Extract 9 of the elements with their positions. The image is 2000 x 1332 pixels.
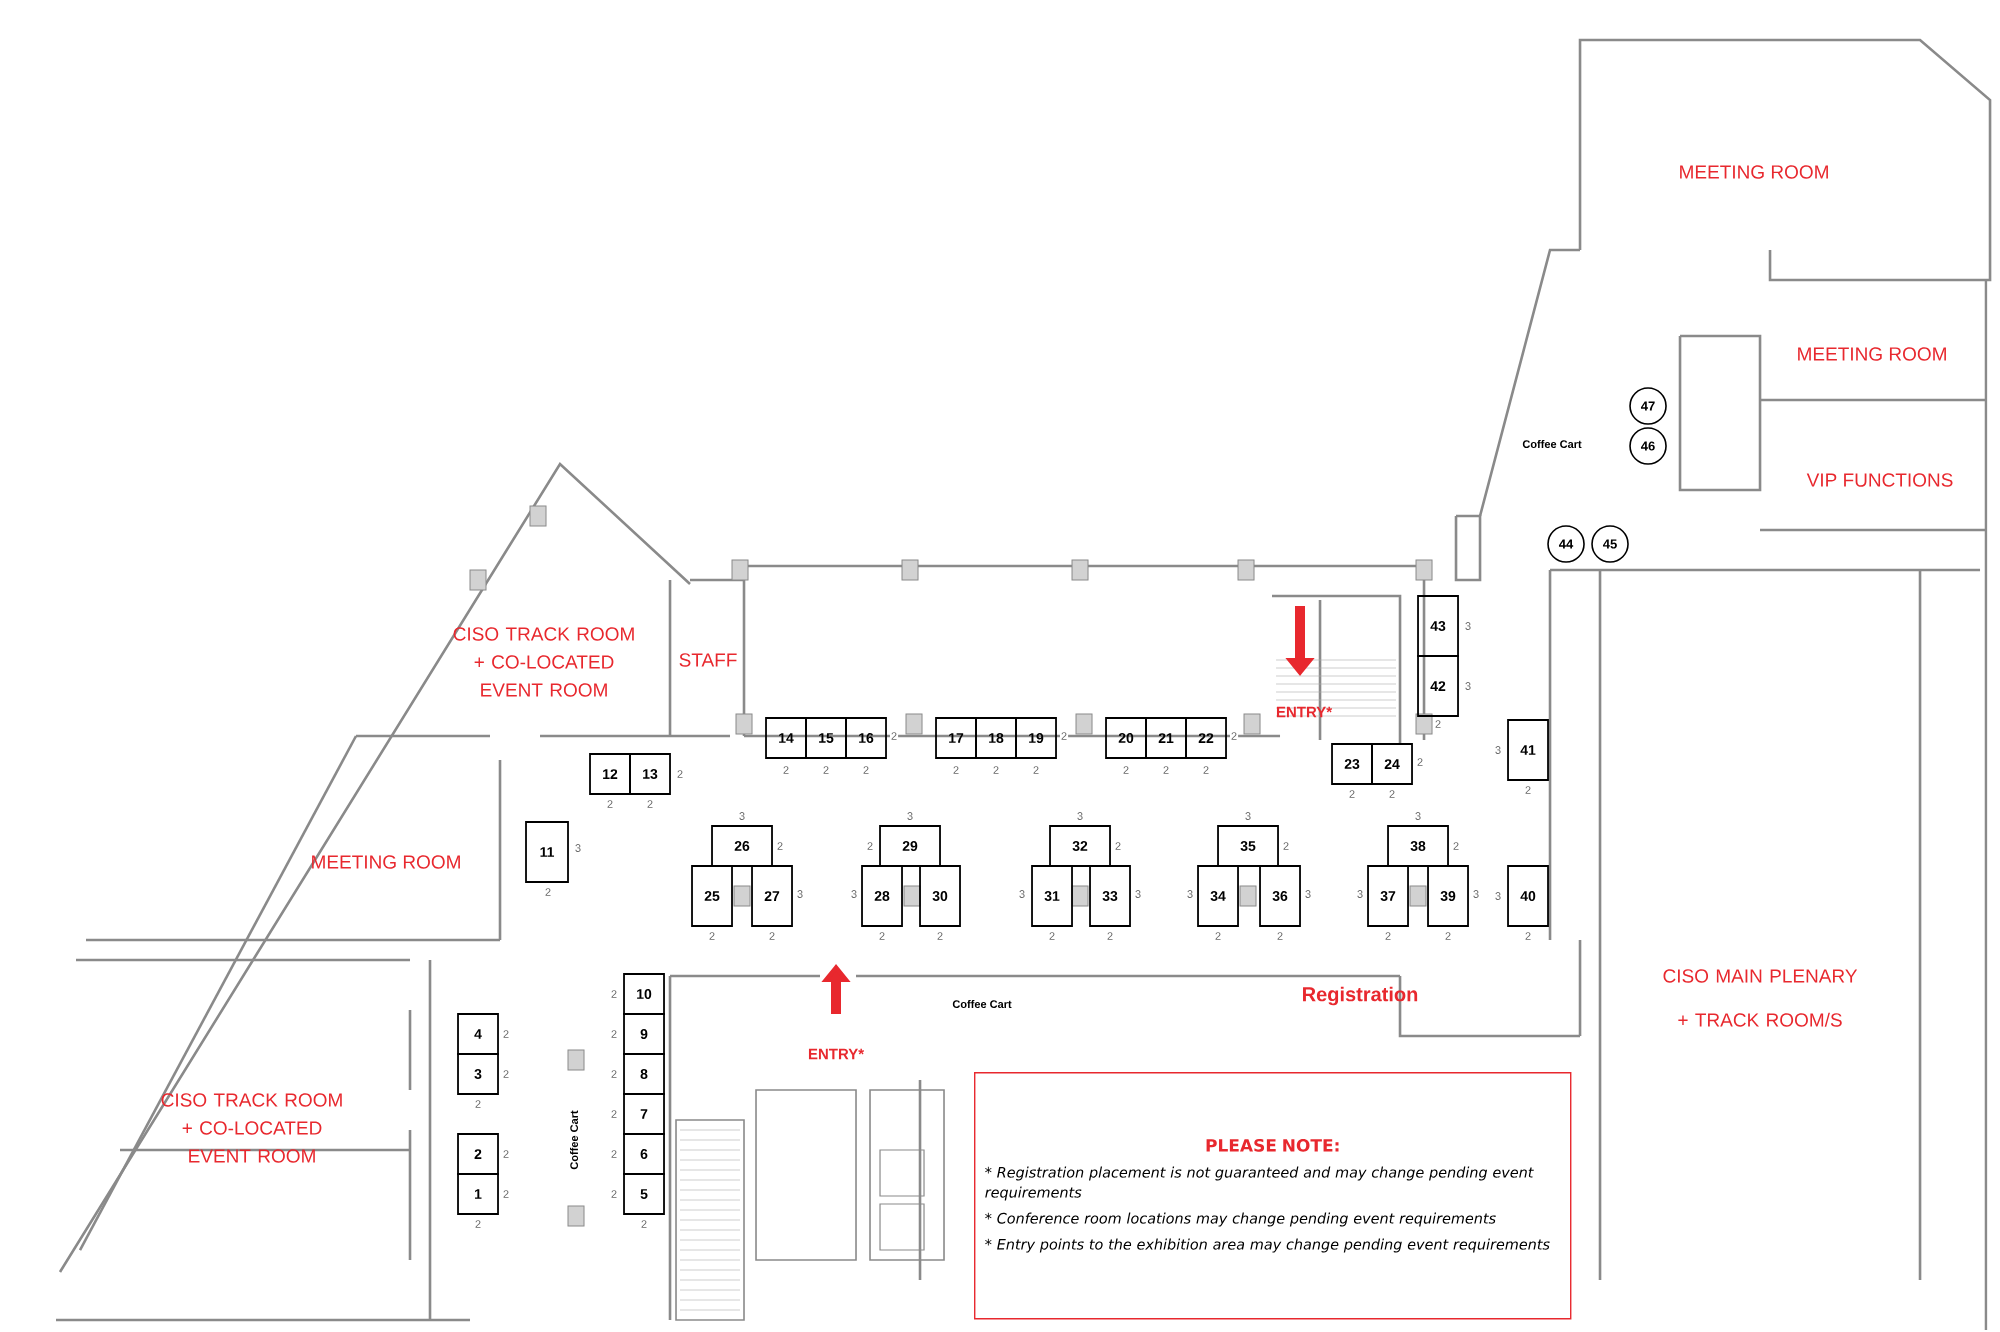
room-label: STAFF — [679, 653, 737, 667]
room-label: MEETING ROOM — [1680, 165, 1828, 179]
registration-label: Registration — [1303, 986, 1418, 1006]
room-label: MEETING ROOM — [1798, 347, 1946, 361]
room-label: CISO MAIN PLENARY + TRACK ROOM/S — [1663, 969, 1858, 1027]
room-label: MEETING ROOM — [312, 855, 460, 869]
room-label: CISO TRACK ROOM + CO-LOCATED EVENT ROOM — [453, 627, 634, 697]
room-label: CISO TRACK ROOM + CO-LOCATED EVENT ROOM — [161, 1093, 342, 1163]
room-label: VIP FUNCTIONS — [1806, 473, 1953, 487]
